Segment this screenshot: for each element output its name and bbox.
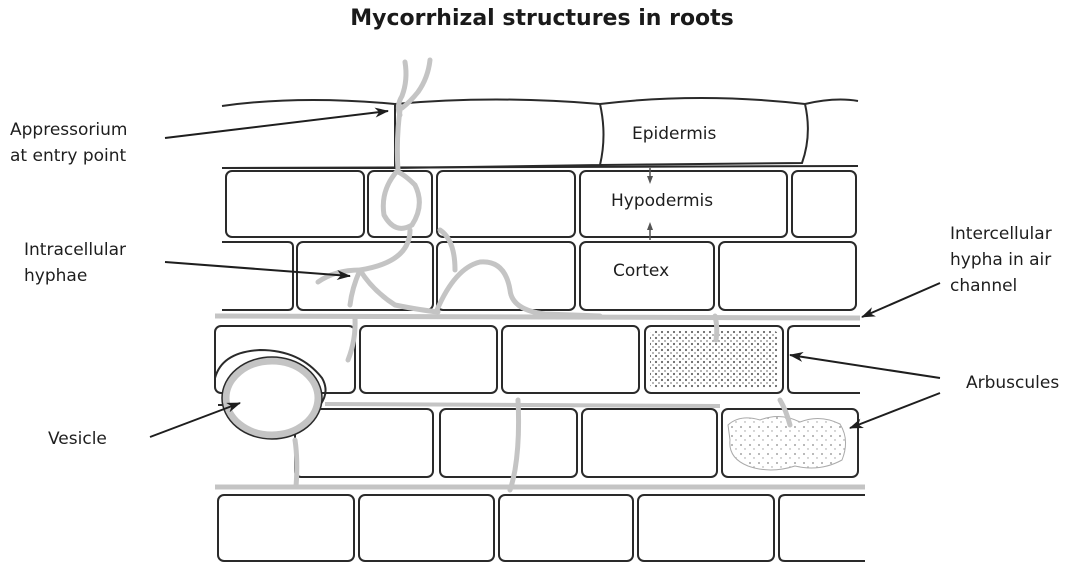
intercellular-label-line: Intercellular — [950, 221, 1052, 247]
intercellular-label-line: hypha in air — [950, 247, 1052, 273]
cortex-cell — [440, 409, 577, 477]
intercellular-air-channel — [215, 316, 860, 318]
arbuscule-arrow-top — [790, 355, 940, 378]
intercellular-hypha-label: Intercellular hypha in air channel — [950, 221, 1052, 299]
arbuscule — [728, 416, 846, 470]
intracellular-label-line: hyphae — [24, 263, 126, 289]
cortex-cell — [719, 242, 856, 310]
cortex-cell — [360, 326, 497, 393]
epidermis-cell — [805, 100, 858, 104]
epidermis-cell — [395, 100, 604, 169]
cortex-row-1 — [222, 242, 856, 310]
vesicle-arrow — [150, 403, 240, 437]
intracellular-label-line: Intracellular — [24, 237, 126, 263]
vesicle — [215, 350, 326, 439]
vesicle-label: Vesicle — [48, 426, 107, 452]
arbuscules-label: Arbuscules — [966, 370, 1059, 396]
epidermis-label: Epidermis — [632, 124, 716, 144]
epidermis-cell — [222, 100, 395, 168]
cortex-cell — [359, 495, 494, 561]
cortex-cell — [502, 326, 639, 393]
cortex-cell — [638, 495, 774, 561]
cortex-cell — [779, 495, 865, 561]
hypodermis-label: Hypodermis — [611, 191, 713, 211]
arbuscule-arrow-bottom — [850, 393, 940, 428]
hypodermis-row — [226, 171, 856, 237]
cortex-label: Cortex — [613, 261, 669, 281]
hypodermis-cell — [437, 171, 575, 237]
hypodermis-cell — [792, 171, 856, 237]
appressorium-arrow — [165, 111, 388, 138]
cortex-cell — [218, 495, 354, 561]
intercellular-label-line: channel — [950, 273, 1052, 299]
intracellular-hyphae-arrow — [165, 262, 350, 276]
appressorium-label-line: Appressorium — [10, 117, 127, 143]
cortex-row-4 — [218, 495, 865, 561]
appressorium-label-line: at entry point — [10, 143, 127, 169]
cortex-cell — [222, 242, 293, 310]
intercellular-hypha-arrow — [862, 283, 940, 317]
intracellular-hyphae-label: Intracellular hyphae — [24, 237, 126, 289]
cortex-cell — [499, 495, 633, 561]
cortex-cell — [582, 409, 717, 477]
hypodermis-cell — [226, 171, 364, 237]
epidermis-row — [222, 98, 858, 168]
intercellular-hypha — [325, 404, 720, 406]
appressorium-label: Appressorium at entry point — [10, 117, 127, 169]
